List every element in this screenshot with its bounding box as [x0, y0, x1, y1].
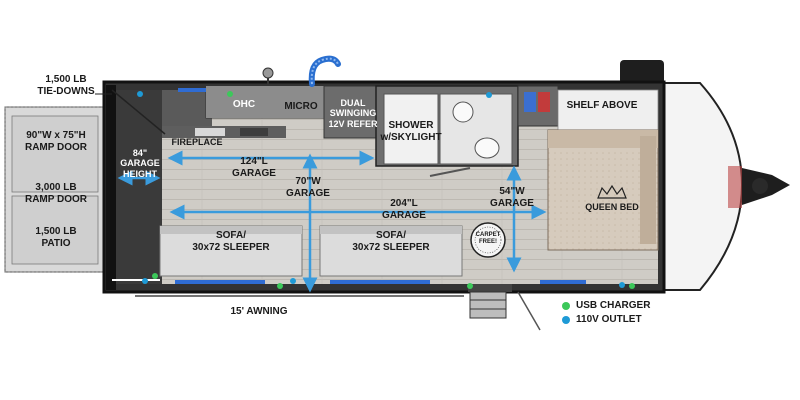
- queen-bed-label: QUEEN BED: [585, 202, 639, 212]
- legend-usb: USB CHARGER: [562, 300, 650, 311]
- garage-height-label: 84" GARAGE HEIGHT: [120, 148, 160, 179]
- usb-dot-icon: [562, 301, 570, 310]
- propane-box: [620, 60, 664, 84]
- refer-label: DUAL SWINGING 12V REFER: [328, 98, 378, 129]
- sofa-left-label: SOFA/ 30x72 SLEEPER: [192, 230, 270, 253]
- garage-width-54-label: 54"W GARAGE: [490, 186, 534, 209]
- tie-downs-label: 1,500 LB TIE-DOWNS: [37, 74, 95, 97]
- carpet-free-badge: [470, 222, 506, 258]
- ramp-door-panel: [4, 106, 106, 273]
- measurement-lines: [117, 150, 547, 293]
- legend-usb-label: USB CHARGER: [576, 300, 651, 311]
- outlet-dot-icon: [562, 315, 570, 324]
- entry-steps: [468, 284, 541, 331]
- garage-length-124-label: 124"L GARAGE: [232, 156, 276, 179]
- garage-rear-wall: [112, 90, 162, 284]
- ramp-door-size-label: 90"W x 75"H RAMP DOOR: [24, 130, 88, 153]
- outlet-markers: [137, 91, 625, 288]
- kitchen-counter: [162, 85, 377, 139]
- fireplace-label: FIREPLACE: [171, 137, 223, 147]
- sofa-right: [319, 225, 463, 277]
- shelf-above: [557, 89, 659, 133]
- ohc-label: OHC: [232, 99, 256, 110]
- patio-label: 1,500 LB PATIO: [35, 226, 77, 249]
- sofa-left: [159, 225, 303, 277]
- shower-label: SHOWER w/SKYLIGHT: [380, 120, 442, 143]
- shelf-above-label: SHELF ABOVE: [566, 100, 638, 111]
- sink-icon: [262, 67, 274, 86]
- micro-label: MICRO: [284, 101, 318, 112]
- hitch-icon: [728, 166, 790, 208]
- awning-label: 15' AWNING: [230, 306, 288, 317]
- legend-outlet: 110V OUTLET: [562, 314, 642, 325]
- ramp-door-capacity-label: 3,000 LB RAMP DOOR: [24, 182, 88, 205]
- legend-outlet-label: 110V OUTLET: [576, 314, 642, 325]
- carpet-free-label: CARPET FREE!: [475, 232, 501, 245]
- sofa-right-label: SOFA/ 30x72 SLEEPER: [352, 230, 430, 253]
- bathroom: [375, 85, 519, 177]
- wardrobe: [517, 85, 559, 127]
- garage-width-70-label: 70"W GARAGE: [286, 176, 330, 199]
- vent-icon: [308, 55, 341, 87]
- garage-length-204-label: 204"L GARAGE: [382, 198, 426, 221]
- usb-markers: [152, 91, 635, 289]
- crown-icon: [597, 184, 627, 199]
